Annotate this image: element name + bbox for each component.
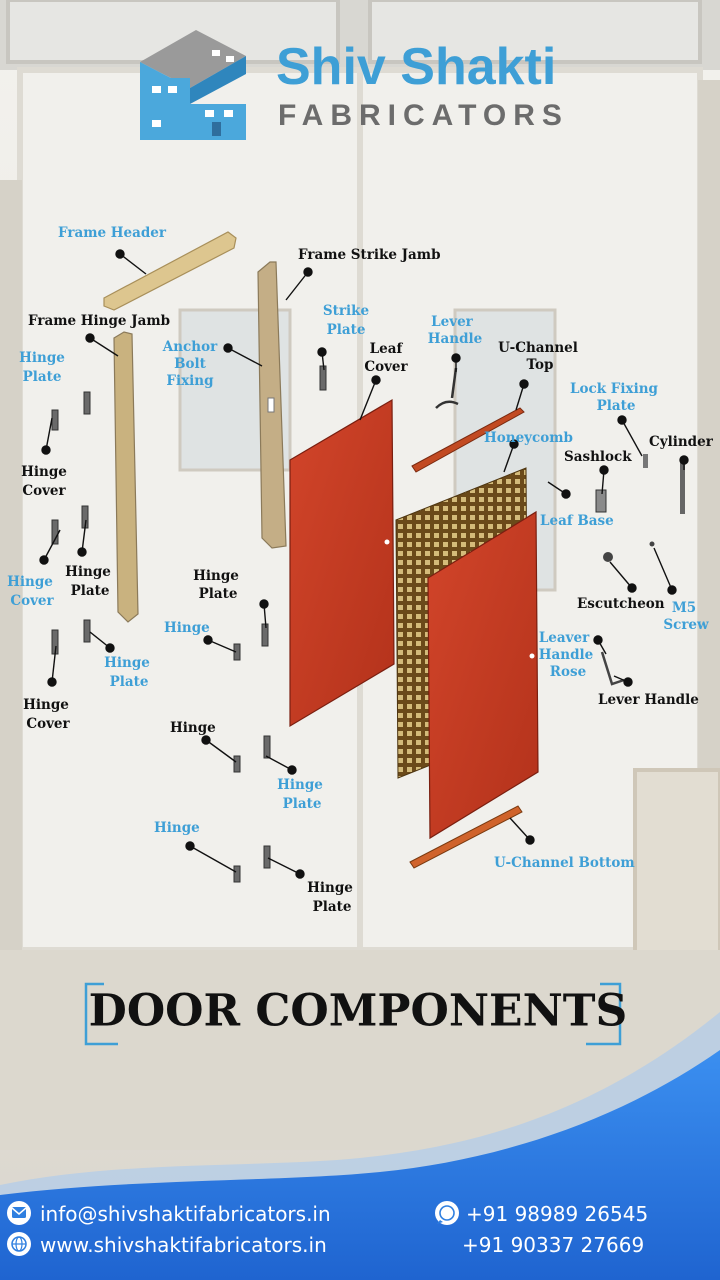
label-leaver-handle-rose: Handle [539, 647, 593, 663]
label-hinge-cover: Cover [10, 593, 54, 609]
label-u-channel-top: U-Channel [498, 340, 578, 356]
label-cylinder: Cylinder [649, 434, 714, 450]
label-hinge-plate: Plate [23, 369, 62, 385]
hinge-plate-part [263, 845, 271, 869]
label-hinge-plate: Hinge [277, 777, 323, 793]
label-hinge-plate: Plate [199, 586, 238, 602]
label-hinge: Hinge [154, 820, 200, 836]
label-hinge-cover: Cover [26, 716, 70, 732]
leaf-cover [289, 398, 395, 728]
email-link[interactable]: info@shivshaktifabricators.in [40, 1202, 331, 1226]
label-frame-strike-jamb: Frame Strike Jamb [298, 247, 441, 263]
hinge-cover-part [51, 519, 59, 545]
escutcheon-part [603, 552, 613, 562]
door-parts [51, 231, 685, 883]
label-hinge-plate: Plate [283, 796, 322, 812]
label-strike-plate: Strike [323, 303, 369, 319]
label-hinge-plate: Hinge [65, 564, 111, 580]
label-honeycomb: Honeycomb [484, 430, 573, 446]
label-lever-handle: Handle [428, 331, 482, 347]
label-hinge-cover: Cover [22, 483, 66, 499]
strike-plate-part [319, 365, 327, 391]
label-sashlock: Sashlock [564, 449, 632, 465]
label-anchor-bolt-fixing: Bolt [174, 356, 207, 372]
hinge-plate-part [261, 623, 269, 647]
u-channel-bottom [409, 805, 523, 869]
cylinder-part [680, 462, 685, 514]
whatsapp-icon [435, 1201, 459, 1225]
building-s-logo-icon [140, 30, 246, 140]
label-lever-handle: Lever Handle [598, 692, 699, 708]
hinge-part [233, 755, 241, 773]
label-hinge: Hinge [170, 720, 216, 736]
label-hinge-plate: Hinge [19, 350, 65, 366]
label-lock-fixing-plate: Plate [597, 398, 636, 414]
phone-number[interactable]: +91 90337 27669 [462, 1233, 644, 1257]
brand-logo: Shiv Shakti FABRICATORS [140, 30, 569, 140]
sashlock-part [595, 489, 607, 513]
label-leaf-cover: Cover [364, 359, 408, 375]
lever-handle-rose-part [600, 651, 625, 686]
label-frame-hinge-jamb: Frame Hinge Jamb [28, 313, 170, 329]
lock-fixing-plate-part [643, 454, 648, 468]
label-lock-fixing-plate: Lock Fixing [570, 381, 658, 397]
hinge-plate-part [263, 735, 271, 759]
footer: info@shivshaktifabricators.in www.shivsh… [0, 1012, 720, 1280]
label-hinge-plate: Hinge [104, 655, 150, 671]
label-leaf-base: Leaf Base [540, 513, 614, 529]
m5-screw-part [649, 541, 655, 547]
label-hinge-plate: Hinge [193, 568, 239, 584]
website-link[interactable]: www.shivshaktifabricators.in [40, 1233, 327, 1257]
phone-number[interactable]: +91 98989 26545 [466, 1202, 648, 1226]
label-hinge-plate: Hinge [307, 880, 353, 896]
component-labels: Frame Header Frame Strike Jamb Frame Hin… [7, 225, 714, 915]
hinge-plate-part [83, 391, 91, 415]
label-anchor-bolt-fixing: Fixing [166, 373, 214, 389]
label-leaver-handle-rose: Leaver [539, 630, 590, 646]
page-title: DOOR COMPONENTS [89, 986, 628, 1037]
lock-parts [595, 454, 685, 686]
label-leaver-handle-rose: Rose [550, 664, 586, 680]
label-hinge: Hinge [164, 620, 210, 636]
label-hinge-cover: Hinge [21, 464, 67, 480]
hinge-cover-part [51, 409, 59, 431]
label-u-channel-top: Top [527, 357, 554, 373]
globe-icon [7, 1232, 31, 1256]
brand-name: Shiv Shakti [276, 38, 556, 96]
label-m5-screw: Screw [663, 617, 709, 633]
hinge-part [233, 643, 241, 661]
label-hinge-plate: Plate [110, 674, 149, 690]
label-hinge-cover: Hinge [7, 574, 53, 590]
brand-subtitle: FABRICATORS [278, 99, 569, 132]
lever-handle-part [435, 367, 459, 409]
label-anchor-bolt-fixing: Anchor [162, 339, 218, 355]
title-block: DOOR COMPONENTS [84, 982, 628, 1046]
label-m5-screw: M5 [672, 600, 696, 616]
leaf-base [427, 510, 539, 840]
email-icon [7, 1201, 31, 1225]
frame-hinge-jamb [113, 331, 139, 623]
hinge-plate-part [83, 619, 91, 643]
label-lever-handle: Lever [431, 314, 474, 330]
hinge-part [233, 865, 241, 883]
label-strike-plate: Plate [327, 322, 366, 338]
label-escutcheon: Escutcheon [577, 596, 665, 612]
label-leaf-cover: Leaf [370, 341, 404, 357]
leader-lines [39, 249, 689, 879]
u-channel-top [411, 407, 525, 473]
frame-header [103, 231, 237, 311]
label-hinge-plate: Plate [313, 899, 352, 915]
label-hinge-plate: Plate [71, 583, 110, 599]
label-u-channel-bottom: U-Channel Bottom [494, 855, 635, 871]
label-hinge-cover: Hinge [23, 697, 69, 713]
label-frame-header: Frame Header [58, 225, 167, 241]
